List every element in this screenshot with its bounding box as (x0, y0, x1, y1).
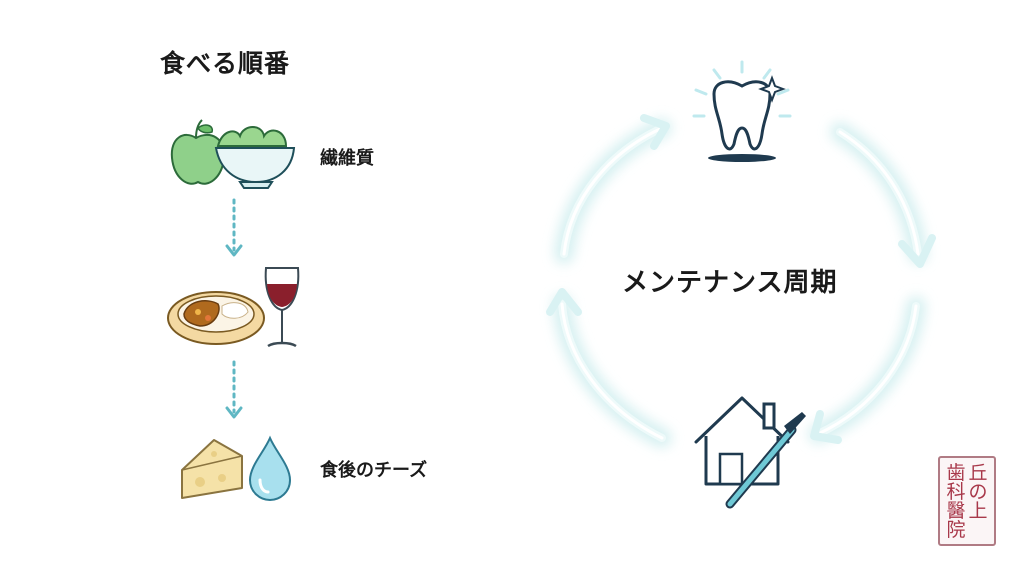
down-arrow-icon (225, 360, 243, 419)
after-meal-step-icons (181, 435, 292, 502)
house-icon (694, 396, 790, 486)
step-label-fiber: 繊維質 (320, 148, 374, 169)
down-arrow-icon (225, 198, 243, 257)
main-dish-step-icons (167, 267, 300, 348)
maintenance-cycle-diagram (546, 60, 936, 509)
clinic-seal-stamp: 丘 の 上 歯 科 醫 院 (938, 456, 996, 546)
wine-glass-icon (264, 267, 300, 348)
cycle-label: メンテナンス周期 (622, 268, 838, 298)
curry-plate-icon (167, 291, 265, 345)
water-drop-icon (248, 435, 292, 502)
salad-bowl-icon (214, 126, 296, 189)
seal-column-right: 丘 の 上 (968, 462, 988, 522)
cheese-icon (181, 439, 243, 499)
page-title: 食べる順番 (160, 49, 291, 78)
cycle-arrows (546, 114, 936, 448)
clean-tooth-icon (692, 60, 792, 162)
fiber-step-icons (170, 119, 296, 189)
toothbrush-icon (725, 412, 806, 509)
step-label-cheese: 食後のチーズ (320, 460, 428, 481)
seal-column-left: 歯 科 醫 院 (946, 462, 966, 541)
